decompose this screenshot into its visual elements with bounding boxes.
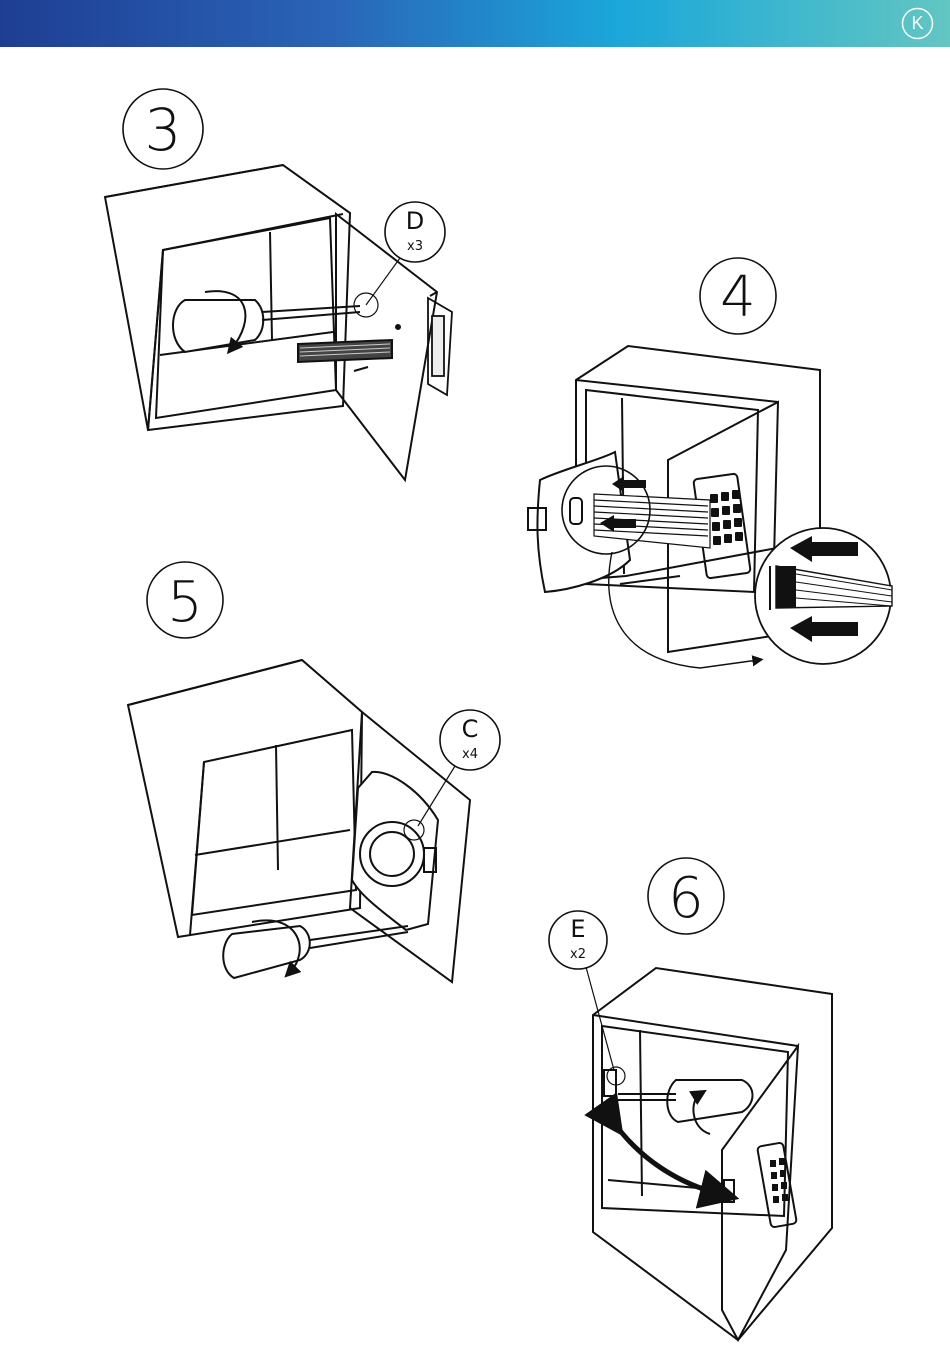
- step-6: 6 E: [549, 858, 832, 1340]
- ribbon-cable-icon: [298, 340, 392, 362]
- step-3-number: 3: [145, 96, 182, 164]
- step-4: 4: [528, 258, 892, 668]
- lock-box-icon: [352, 772, 438, 930]
- callout-d-qty: x3: [407, 239, 423, 254]
- callout-c-letter: C: [462, 715, 479, 743]
- lock-box-icon: [428, 298, 452, 395]
- callout-e-qty: x2: [570, 947, 586, 962]
- step-6-number: 6: [668, 866, 704, 931]
- callout-d-leader: [366, 258, 400, 305]
- step-3: 3: [105, 89, 452, 480]
- cabinet-step-3: [105, 165, 437, 480]
- screwdriver-icon: [618, 1080, 753, 1122]
- callout-e-letter: E: [570, 915, 585, 943]
- step-5: 5 C x4: [128, 562, 500, 982]
- screw: [396, 325, 400, 329]
- step-5-number: 5: [167, 570, 203, 635]
- callout-d-letter: D: [406, 207, 424, 235]
- screwdriver-icon: [223, 926, 408, 978]
- cabinet-step-6: [593, 968, 832, 1340]
- zoom-detail: [755, 528, 892, 664]
- step-4-number: 4: [720, 265, 756, 330]
- callout-c-qty: x4: [462, 747, 478, 762]
- bracket: [724, 1180, 734, 1202]
- screw: [354, 367, 368, 371]
